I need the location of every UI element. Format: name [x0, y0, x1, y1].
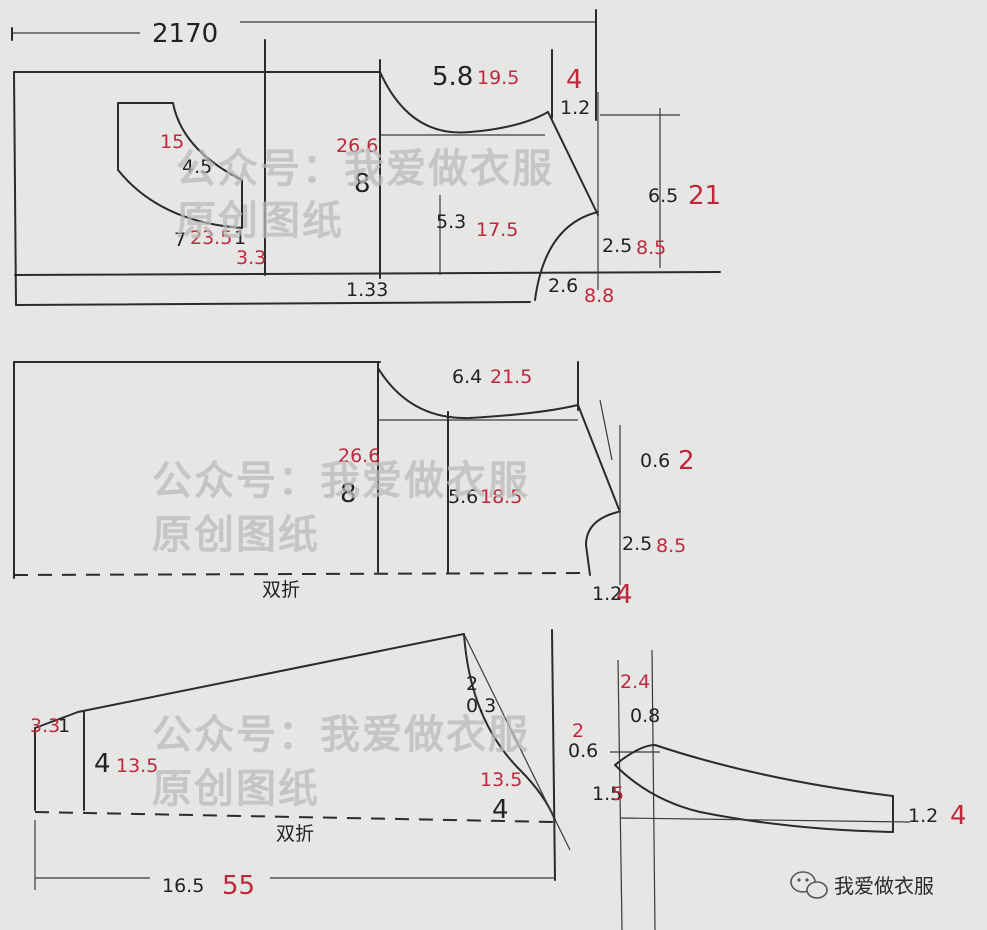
collar-top-curve	[614, 744, 894, 797]
sleeve-curve: 4	[492, 795, 509, 825]
front-armhole-curve	[534, 211, 599, 301]
pocket-height: 4.5	[182, 156, 212, 178]
back-neckline-curve	[377, 367, 579, 420]
collar-left-red: 5	[612, 783, 624, 805]
front-armhole: 2.5	[602, 235, 632, 257]
sleeve-fold-label: 双折	[276, 823, 314, 845]
sleeve-cap-curve	[463, 633, 556, 821]
sleeve-width: 16.5	[162, 875, 204, 897]
sleeve-top-line	[77, 633, 465, 713]
sleeve-height: 4	[94, 749, 111, 779]
brand-name: 我爱做衣服	[834, 874, 934, 898]
sleeve-fold-line	[34, 811, 556, 823]
sleeve-top: 2	[466, 673, 478, 695]
front-bottom-measure: 1.33	[346, 279, 388, 301]
front-neck-width-red: 19.5	[477, 67, 519, 89]
watermark-3: 公众号：我爱做衣服 原创图纸	[152, 712, 530, 812]
brand-badge: 我爱做衣服	[790, 871, 934, 899]
front-hem: 2.6	[548, 275, 578, 297]
pocket-width: 7	[174, 229, 186, 251]
watermark-line1: 公众号：我爱做衣服	[152, 712, 530, 758]
back-waist: 5.6	[448, 486, 478, 508]
front-chest: 8	[354, 169, 371, 199]
front-shoulder-drop: 1.2	[560, 97, 590, 119]
front-waist-red: 17.5	[476, 219, 518, 241]
back-shoulder: 0.6	[640, 450, 670, 472]
back-neck-width: 6.4	[452, 366, 482, 388]
front-waist: 5.3	[436, 211, 466, 233]
sleeve-top-small: 0.3	[466, 695, 496, 717]
back-fold-label: 双折	[262, 579, 300, 601]
front-side-depth: 6.5	[648, 185, 678, 207]
front-neck-width: 5.8	[432, 62, 473, 92]
front-left-edge	[13, 71, 17, 306]
collar-bottom-curve	[614, 764, 894, 833]
sleeve-width-red: 55	[222, 871, 255, 901]
front-neckline-curve	[379, 71, 549, 134]
back-hem: 1.2	[592, 583, 622, 605]
collar-top-red: 2.4	[620, 671, 650, 693]
back-armhole: 2.5	[622, 533, 652, 555]
back-shoulder-line	[577, 404, 621, 513]
collar-left: 1.5	[592, 783, 622, 805]
front-armhole-red: 8.5	[636, 237, 666, 259]
watermark-line1: 公众号：我爱做衣服	[152, 458, 530, 504]
sleeve-cap: 1	[58, 715, 70, 737]
sleeve-ease: 0.6	[568, 740, 598, 762]
collar-piece: 2.4 0.8 1.5 5 1.2 4	[592, 649, 967, 930]
sleeve-curve-red: 13.5	[480, 769, 522, 791]
front-piece: 2170 5.8 19.5 4 1.2 26.6 8 5.3 17.5 6.5 …	[11, 9, 721, 307]
front-body-length: 26.6	[336, 135, 378, 157]
front-shoulder-line	[547, 111, 599, 216]
collar-top: 0.8	[630, 705, 660, 727]
watermark-2: 公众号：我爱做衣服 原创图纸	[152, 458, 530, 558]
front-pocket-shape	[117, 102, 243, 229]
back-waist-red: 18.5	[480, 486, 522, 508]
sleeve-height-red: 13.5	[116, 755, 158, 777]
collar-right-red: 4	[950, 801, 967, 831]
pocket-small: 1	[234, 227, 246, 249]
total-width-label: 2170	[152, 19, 218, 49]
sleeve-cap-red: 3.3	[30, 715, 60, 737]
front-shoulder-drop-red: 4	[566, 65, 583, 95]
watermark-1: 公众号：我爱做衣服 原创图纸	[176, 146, 554, 244]
back-hem-red: 4	[616, 580, 633, 610]
front-bottom-line	[14, 271, 721, 276]
sleeve-piece: 3.3 1 4 13.5 2 0.3 2 0.6 13.5 4 16.5 55 …	[30, 629, 598, 901]
front-hem-red: 8.8	[584, 285, 614, 307]
watermark-line2: 原创图纸	[176, 198, 344, 244]
back-armhole-curve	[585, 511, 619, 576]
pocket-height-red: 15	[160, 131, 184, 153]
front-side-depth-red: 21	[688, 181, 721, 211]
back-armhole-red: 8.5	[656, 535, 686, 557]
watermark-line1: 公众号：我爱做衣服	[176, 146, 554, 192]
back-neck-width-red: 21.5	[490, 366, 532, 388]
sleeve-ease-red: 2	[572, 720, 584, 742]
watermark-line2: 原创图纸	[152, 766, 320, 812]
back-fold-line	[13, 572, 591, 576]
back-body-length: 26.6	[338, 445, 380, 467]
back-shoulder-red: 2	[678, 446, 695, 476]
back-piece: 6.4 21.5 26.6 8 5.6 18.5 0.6 2 2.5 8.5 1…	[13, 361, 695, 610]
pocket-small-red: 3.3	[236, 247, 266, 269]
pocket-width-red: 23.5	[190, 227, 232, 249]
wechat-icon	[790, 871, 828, 899]
back-chest: 8	[340, 479, 357, 509]
watermark-line2: 原创图纸	[152, 512, 320, 558]
collar-right: 1.2	[908, 805, 938, 827]
